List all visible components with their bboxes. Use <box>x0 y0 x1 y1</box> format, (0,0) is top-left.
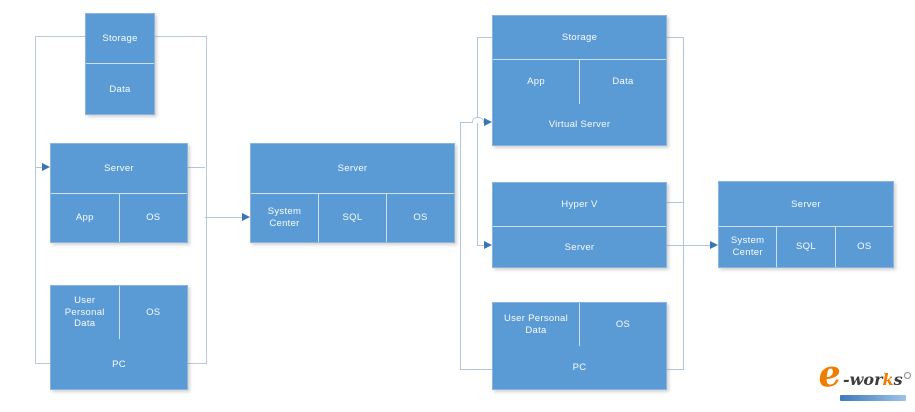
right-bus-vertical-right <box>683 37 684 370</box>
registered-mark-icon <box>903 371 911 379</box>
mid-server-box: Server System Center SQL OS <box>250 143 455 243</box>
hyperv-server-cell: Server <box>493 226 666 267</box>
eworks-logo-e-icon: e <box>815 351 844 397</box>
left-pc-os-cell: OS <box>118 286 188 339</box>
logo-text-wor: -wor <box>843 370 883 389</box>
right-storage-box: Storage App Data Virtual Server <box>492 15 667 146</box>
logo-text-s: s <box>893 370 903 389</box>
line-hop <box>472 117 484 123</box>
left-server-app-cell: App <box>75 212 94 224</box>
arrow-to-hyperv-server-shaft <box>477 245 485 246</box>
arrow-to-virtual-server-shaft <box>460 122 473 123</box>
mid-server-systemcenter-cell: System Center <box>267 206 302 229</box>
hyperv-box: Hyper V Server <box>492 182 667 268</box>
arrow-to-mid-server-shaft <box>205 217 243 218</box>
mid-server-sql-cell: SQL <box>318 194 386 242</box>
far-server-box: Server System Center SQL OS <box>718 181 894 268</box>
left-server-title: Server <box>104 163 134 174</box>
arrow-to-virtual-server-head-icon <box>484 118 492 126</box>
logo-text-k: k <box>882 370 894 389</box>
right-storage-title: Storage <box>561 32 598 43</box>
right-pc-userdata-cell: User Personal Data <box>503 312 569 336</box>
far-server-systemcenter-cell: System Center <box>730 235 765 258</box>
arrow-to-mid-server-head-icon <box>242 213 250 221</box>
virtual-server-cell: Virtual Server <box>548 119 611 130</box>
far-server-title: Server <box>791 198 821 210</box>
mid-server-title: Server <box>337 163 368 174</box>
left-pc-title: PC <box>112 358 126 370</box>
hyperv-title: Hyper V <box>561 199 598 210</box>
right-pc-box: User Personal Data OS PC <box>492 302 667 390</box>
connector-hyperv-to-bus <box>667 202 683 203</box>
far-server-os-cell: OS <box>834 227 893 267</box>
mid-server-os-cell: OS <box>386 194 454 242</box>
left-server-os-cell: OS <box>118 194 188 242</box>
arrow-bus-to-left-server-shaft <box>36 167 43 168</box>
eworks-logo-wordmark: -works <box>843 370 911 389</box>
left-pc-userdata-cell: User Personal Data <box>64 294 105 330</box>
right-bus-vertical-inner <box>460 122 461 369</box>
left-server-box: Server App OS <box>50 143 188 243</box>
eworks-logo: e -works <box>815 351 913 406</box>
left-pc-box: User Personal Data OS PC <box>50 285 188 390</box>
eworks-logo-banner <box>840 395 906 401</box>
left-storage-data-cell: Data <box>86 63 154 114</box>
left-storage-title: Storage <box>102 33 138 44</box>
right-storage-data-cell: Data <box>579 60 666 104</box>
arrow-to-hyperv-server-head-icon <box>484 241 492 249</box>
far-server-sql-cell: SQL <box>776 227 834 267</box>
arrow-to-far-server-shaft <box>667 245 711 246</box>
arrow-to-far-server-head-icon <box>710 241 718 249</box>
right-storage-app-cell: App <box>527 76 545 88</box>
right-bus-vertical-left <box>477 37 478 246</box>
right-pc-title: PC <box>572 362 587 373</box>
arrow-bus-to-left-server-head-icon <box>42 163 50 171</box>
left-storage-box: Storage Data <box>85 13 155 115</box>
connector-left-server-to-bus <box>188 167 205 168</box>
right-pc-os-cell: OS <box>579 303 666 346</box>
